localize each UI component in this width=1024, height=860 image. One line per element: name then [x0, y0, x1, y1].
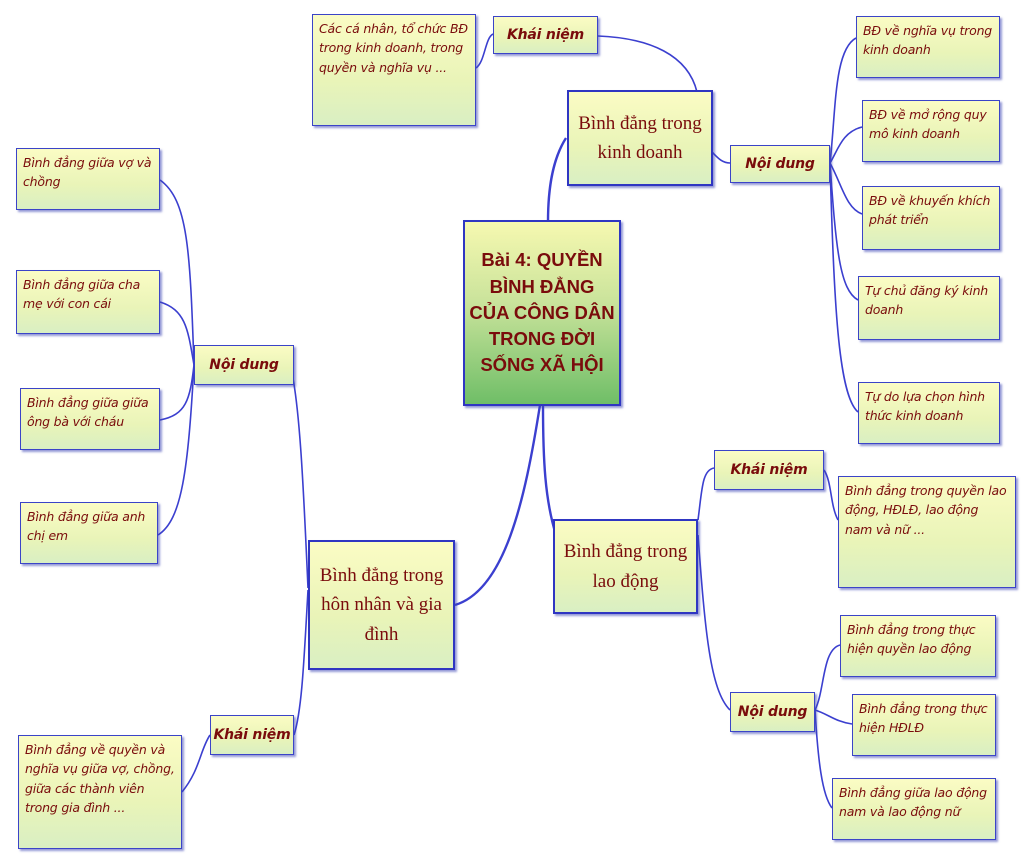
business-content-item[interactable]: BĐ về nghĩa vụ trong kinh doanh [856, 16, 1000, 78]
labor-content-item[interactable]: Bình đẳng trong thực hiện HĐLĐ [852, 694, 996, 756]
link-family-content [289, 364, 309, 589]
link-bcontent-4 [829, 162, 859, 301]
family-concept-label[interactable]: Khái niệm [210, 715, 294, 755]
business-content-label-text: Nội dung [745, 156, 815, 172]
business-concept-text[interactable]: Các cá nhân, tổ chức BĐ trong kinh doanh… [312, 14, 476, 126]
branch-family[interactable]: Bình đẳng trong hôn nhân và gia đình [308, 540, 455, 670]
branch-business[interactable]: Bình đẳng trong kinh doanh [567, 90, 713, 186]
business-concept-label[interactable]: Khái niệm [493, 16, 598, 54]
labor-content-label[interactable]: Nội dung [730, 692, 815, 732]
link-business-content [711, 151, 731, 164]
family-content-item[interactable]: Bình đẳng giữa cha mẹ với con cái [16, 270, 160, 334]
link-fcontent-3 [159, 364, 195, 421]
branch-family-title: Bình đẳng trong hôn nhân và gia đình [319, 564, 444, 645]
link-center-labor [541, 404, 558, 536]
labor-content-item[interactable]: Bình đẳng giữa lao động nam và lao động … [832, 778, 996, 840]
business-content-item[interactable]: BĐ về khuyến khích phát triển [862, 186, 1000, 250]
link-fcontent-4 [157, 364, 195, 536]
center-topic[interactable]: Bài 4: QUYỀN BÌNH ĐẲNG CỦA CÔNG DÂN TRON… [463, 220, 621, 406]
labor-concept-label-text: Khái niệm [730, 462, 808, 478]
business-content-item-text: Tự chủ đăng ký kinh doanh [865, 283, 989, 318]
branch-business-title: Bình đẳng trong kinh doanh [578, 112, 702, 163]
link-bcontent-5 [829, 162, 859, 413]
business-content-label[interactable]: Nội dung [730, 145, 830, 183]
family-content-item[interactable]: Bình đẳng giữa giữa ông bà với cháu [20, 388, 160, 450]
family-content-item-text: Bình đẳng giữa vợ và chồng [23, 155, 152, 190]
link-lcontent-3 [814, 709, 833, 809]
link-center-business [546, 137, 568, 223]
business-content-item[interactable]: BĐ về mở rộng quy mô kinh doanh [862, 100, 1000, 162]
labor-content-item-text: Bình đẳng giữa lao động nam và lao động … [839, 785, 987, 820]
link-labor-concept [697, 467, 715, 521]
link-bcontent-2 [829, 126, 863, 164]
link-lcontent-2 [814, 709, 853, 725]
business-concept-text-content: Các cá nhân, tổ chức BĐ trong kinh doanh… [319, 21, 468, 75]
business-concept-label-text: Khái niệm [507, 27, 584, 43]
family-content-label-text: Nội dung [209, 357, 279, 373]
business-content-item[interactable]: Tự do lựa chọn hình thức kinh doanh [858, 382, 1000, 444]
business-content-item-text: BĐ về khuyến khích phát triển [869, 193, 991, 228]
link-bcontent-3 [829, 162, 863, 215]
labor-content-item[interactable]: Bình đẳng trong thực hiện quyền lao động [840, 615, 996, 677]
family-content-item-text: Bình đẳng giữa anh chị em [27, 509, 146, 544]
branch-labor-title: Bình đẳng trong lao động [563, 541, 688, 592]
labor-content-item-text: Bình đẳng trong thực hiện HĐLĐ [859, 701, 988, 736]
family-content-item[interactable]: Bình đẳng giữa anh chị em [20, 502, 158, 564]
center-topic-title: Bài 4: QUYỀN BÌNH ĐẲNG CỦA CÔNG DÂN TRON… [469, 249, 615, 376]
link-concept-text-family [181, 734, 211, 793]
family-concept-text[interactable]: Bình đẳng về quyền và nghĩa vụ giữa vợ, … [18, 735, 182, 849]
labor-concept-text[interactable]: Bình đẳng trong quyền lao động, HĐLĐ, la… [838, 476, 1016, 588]
link-lcontent-1 [814, 644, 841, 711]
business-content-item-text: BĐ về mở rộng quy mô kinh doanh [869, 107, 987, 142]
family-concept-text-content: Bình đẳng về quyền và nghĩa vụ giữa vợ, … [25, 742, 175, 816]
family-content-label[interactable]: Nội dung [194, 345, 294, 385]
link-family-concept [293, 589, 309, 736]
labor-concept-text-content: Bình đẳng trong quyền lao động, HĐLĐ, la… [845, 483, 1007, 537]
link-business-concept [597, 35, 698, 93]
link-fcontent-2 [159, 301, 195, 366]
family-content-item[interactable]: Bình đẳng giữa vợ và chồng [16, 148, 160, 210]
business-content-item-text: Tự do lựa chọn hình thức kinh doanh [865, 389, 985, 424]
branch-labor[interactable]: Bình đẳng trong lao động [553, 519, 698, 614]
link-bcontent-1 [829, 37, 857, 164]
labor-concept-label[interactable]: Khái niệm [714, 450, 824, 490]
labor-content-item-text: Bình đẳng trong thực hiện quyền lao động [847, 622, 976, 657]
family-concept-label-text: Khái niệm [213, 727, 291, 743]
business-content-item[interactable]: Tự chủ đăng ký kinh doanh [858, 276, 1000, 340]
labor-content-label-text: Nội dung [737, 704, 808, 720]
link-fcontent-1 [159, 179, 195, 366]
family-content-item-text: Bình đẳng giữa giữa ông bà với cháu [27, 395, 149, 430]
business-content-item-text: BĐ về nghĩa vụ trong kinh doanh [863, 23, 993, 58]
link-labor-content [697, 534, 731, 711]
family-content-item-text: Bình đẳng giữa cha mẹ với con cái [23, 277, 141, 312]
link-concept-text-labor [823, 469, 839, 521]
link-concept-text-business [475, 33, 494, 69]
link-center-family [454, 404, 542, 607]
